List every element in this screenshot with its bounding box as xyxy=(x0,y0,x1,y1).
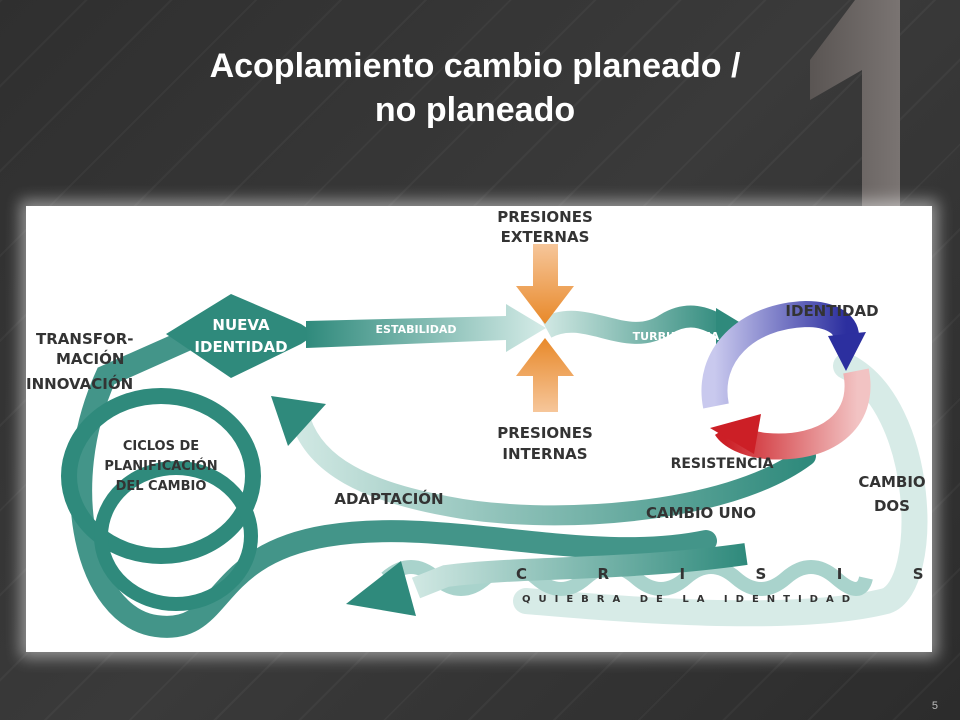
label-ciclos-3: DEL CAMBIO xyxy=(116,479,207,494)
labels: PRESIONES EXTERNAS PRESIONES INTERNAS NU… xyxy=(26,208,932,605)
estabilidad-arrow xyxy=(306,304,546,352)
crisis-arrow-head xyxy=(346,561,416,616)
label-adaptacion: ADAPTACIÓN xyxy=(334,489,443,508)
label-crisis: C R I S I S xyxy=(516,565,932,583)
label-ciclos-1: CICLOS DE xyxy=(123,439,199,454)
nueva-identidad-diamond xyxy=(166,294,316,378)
label-ciclos-2: PLANIFICACIÓN xyxy=(104,458,217,474)
label-nueva-identidad-2: IDENTIDAD xyxy=(194,338,287,356)
label-estabilidad: ESTABILIDAD xyxy=(376,323,457,336)
presiones-internas-arrow xyxy=(516,338,574,412)
presiones-externas-arrow xyxy=(516,244,574,324)
label-nueva-identidad-1: NUEVA xyxy=(212,316,270,334)
ciclos-loop-1 xyxy=(61,388,261,564)
label-quiebra: QUIEBRA DE LA IDENTIDAD xyxy=(522,594,858,605)
label-transformacion-1: TRANSFOR- xyxy=(36,330,134,348)
identidad-cycle-red-head xyxy=(710,414,761,454)
label-transformacion-2: MACIÓN xyxy=(56,349,124,368)
label-presiones-internas-1: PRESIONES xyxy=(497,424,593,442)
change-diagram: PRESIONES EXTERNAS PRESIONES INTERNAS NU… xyxy=(26,208,932,638)
diagram-panel: PRESIONES EXTERNAS PRESIONES INTERNAS NU… xyxy=(26,206,932,652)
identidad-cycle-blue-head xyxy=(828,332,866,371)
title-line-1: Acoplamiento cambio planeado / xyxy=(209,47,741,85)
label-presiones-internas-2: INTERNAS xyxy=(502,445,587,463)
slide-title: Acoplamiento cambio planeado / no planea… xyxy=(0,44,950,132)
adaptacion-arrow xyxy=(291,411,816,526)
crisis-arrow xyxy=(411,543,748,599)
label-identidad: IDENTIDAD xyxy=(785,302,878,320)
label-cambio-dos-2: DOS xyxy=(874,497,910,515)
label-presiones-externas-1: PRESIONES xyxy=(497,208,593,226)
slide-number-decoration xyxy=(810,0,900,270)
label-resistencia: RESISTENCIA xyxy=(671,456,774,472)
crisis-wave xyxy=(381,560,873,596)
label-presiones-externas-2: EXTERNAS xyxy=(501,228,590,246)
label-turbulencia: TURBULENCIA xyxy=(633,330,720,343)
label-cambio-dos-1: CAMBIO xyxy=(858,473,925,491)
slide-number: 5 xyxy=(931,700,938,712)
turbulencia-arrow xyxy=(540,305,730,344)
label-cambio-uno: CAMBIO UNO xyxy=(646,504,756,522)
ciclos-loop-2 xyxy=(94,461,258,611)
adaptacion-arrow-head xyxy=(271,396,326,446)
cambio-dos-loop xyxy=(513,353,928,627)
title-line-2: no planeado xyxy=(374,91,576,129)
identidad-cycle-blue xyxy=(701,300,859,409)
label-innovacion: INNOVACIÓN xyxy=(26,374,133,393)
